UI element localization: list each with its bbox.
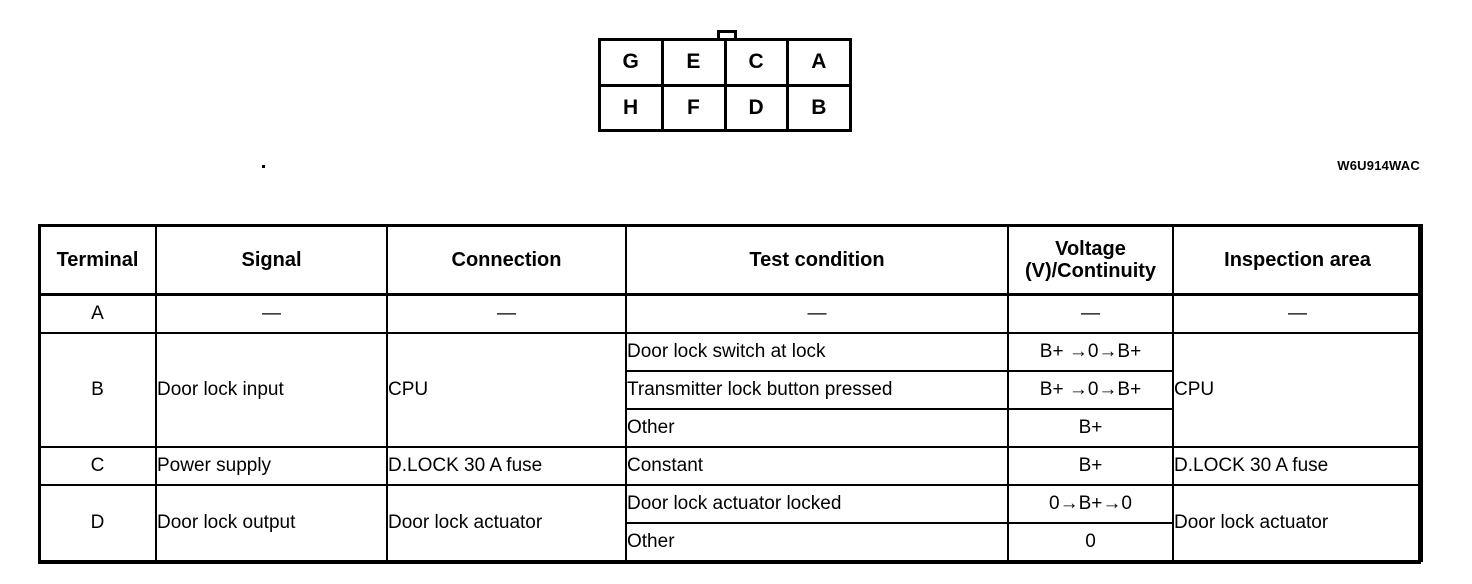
column-header-voltage-line1: Voltage: [1055, 237, 1126, 260]
column-header-signal: Signal: [155, 224, 388, 296]
cell-voltage: B+ →0→B+: [1007, 332, 1174, 372]
table-row: B Door lock input CPU Door lock switch a…: [38, 332, 1423, 448]
cell-terminal: D: [38, 484, 157, 562]
cell-connection: Door lock actuator: [386, 484, 627, 562]
cell-voltage: —: [1007, 294, 1174, 334]
cell-voltage: B+ →0→B+: [1007, 370, 1174, 410]
cell-signal: —: [155, 294, 388, 334]
connector-pin-g: G: [601, 41, 664, 84]
cell-inspection-area: CPU: [1172, 332, 1423, 448]
connector-pinout-diagram: G E C A H F D B: [598, 30, 854, 132]
cell-inspection-area: D.LOCK 30 A fuse: [1172, 446, 1423, 486]
connector-pin-h: H: [601, 86, 664, 129]
cell-voltage: 0: [1007, 522, 1174, 562]
connector-pin-row-top: G E C A: [601, 41, 849, 87]
connector-pin-f: F: [664, 86, 727, 129]
connector-body: G E C A H F D B: [598, 38, 852, 132]
connector-pin-row-bottom: H F D B: [601, 86, 849, 129]
table-row: C Power supply D.LOCK 30 A fuse Constant…: [38, 446, 1423, 486]
cell-test-condition: Door lock switch at lock: [625, 332, 1009, 372]
column-header-inspection-area: Inspection area: [1172, 224, 1423, 296]
cell-test-condition: Transmitter lock button pressed: [625, 370, 1009, 410]
cell-terminal: B: [38, 332, 157, 448]
connector-pin-a: A: [811, 50, 827, 74]
cell-connection: D.LOCK 30 A fuse: [386, 446, 627, 486]
cell-voltage: B+: [1007, 408, 1174, 448]
table-row: A — — — — —: [38, 294, 1423, 334]
cell-signal: Door lock output: [155, 484, 388, 562]
connector-pin-d: D: [727, 86, 790, 129]
connector-latch-tab-icon: [717, 30, 737, 40]
connector-pin-b: B: [811, 95, 827, 119]
connector-pin-c: C: [727, 41, 790, 84]
cell-inspection-area: Door lock actuator: [1172, 484, 1423, 562]
column-header-connection: Connection: [386, 224, 627, 296]
cell-test-condition: Constant: [625, 446, 1009, 486]
column-header-terminal: Terminal: [38, 224, 157, 296]
figure-reference-code: W6U914WAC: [1337, 158, 1420, 173]
cell-voltage: 0→B+→0: [1007, 484, 1174, 524]
cell-signal: Door lock input: [155, 332, 388, 448]
terminal-specification-table: Terminal Signal Connection Test conditio…: [38, 224, 1423, 562]
connector-pin-e: E: [664, 41, 727, 84]
cell-signal: Power supply: [155, 446, 388, 486]
cell-test-condition: Other: [625, 408, 1009, 448]
cell-test-condition: Door lock actuator locked: [625, 484, 1009, 524]
table-row: Transmitter lock button pressed B+ →0→B+: [39, 370, 1422, 410]
cell-terminal: C: [38, 446, 157, 486]
table-row: D Door lock output Door lock actuator Do…: [38, 484, 1423, 562]
cell-connection: CPU: [386, 332, 627, 448]
cell-connection: —: [386, 294, 627, 334]
table-row: Other B+: [39, 408, 1422, 448]
cell-inspection-area: —: [1172, 294, 1423, 334]
table-header-row: Terminal Signal Connection Test conditio…: [38, 224, 1423, 296]
cell-test-condition: Other: [625, 522, 1009, 562]
column-header-test-condition: Test condition: [625, 224, 1009, 296]
cell-test-condition: —: [625, 294, 1009, 334]
table-row: Other 0: [39, 522, 1422, 562]
scan-artifact-dot: [262, 165, 265, 168]
column-header-voltage-line2: (V)/Continuity: [1024, 260, 1157, 282]
column-header-voltage-continuity: Voltage (V)/Continuity: [1007, 224, 1174, 296]
cell-voltage: B+: [1007, 446, 1174, 486]
cell-terminal: A: [38, 294, 157, 334]
